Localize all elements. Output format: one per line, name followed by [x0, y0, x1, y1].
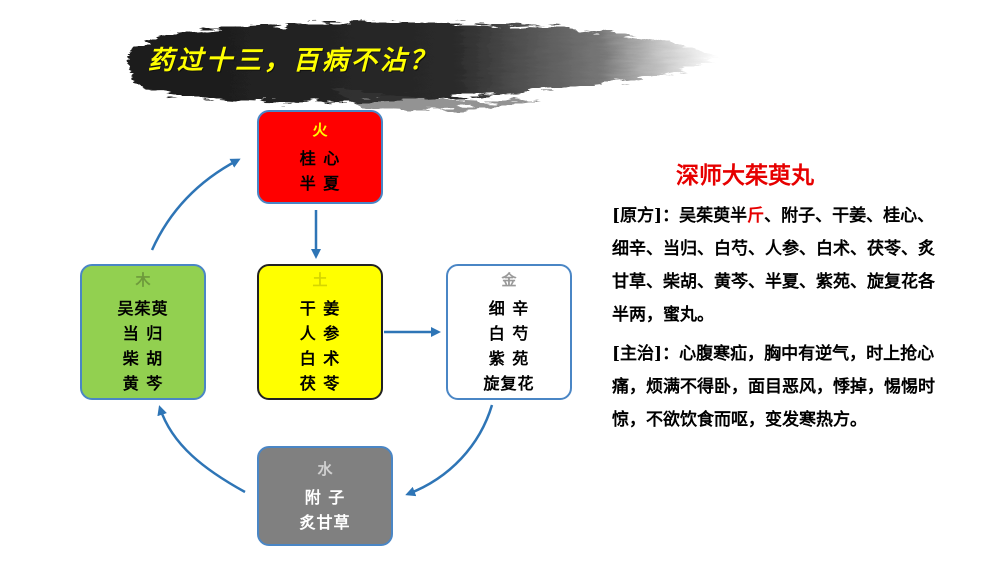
metal-box: 金 细 辛 白 芍 紫 苑 旋复花 — [446, 264, 572, 400]
indication-label: [主治]： — [612, 344, 680, 364]
wood-herb-2: 当 归 — [122, 323, 164, 343]
composition-text-post: 、附子、干姜、桂心、细辛、当归、白芍、人参、白术、茯苓、炙甘草、柴胡、黄芩、半夏… — [612, 206, 935, 325]
fire-element-label: 火 — [312, 120, 328, 139]
banner: 药过十三，百病不沾？ — [0, 0, 1000, 120]
earth-herb-3: 白 术 — [299, 348, 341, 368]
wood-herb-3: 柴 胡 — [122, 348, 164, 368]
arrow-wood-to-fire — [150, 158, 241, 251]
metal-herb-1: 细 辛 — [488, 298, 530, 318]
composition-label: [原方]： — [612, 206, 680, 226]
water-herb-1: 附 子 — [304, 487, 346, 507]
ink-brush-stroke — [128, 22, 720, 110]
composition-unit: 斤 — [747, 206, 765, 226]
metal-herb-3: 紫 苑 — [488, 348, 530, 368]
indication-paragraph: [主治]：心腹寒疝，胸中有逆气，时上抢心痛，烦满不得卧，面目恶风，悸掉，惕惕时惊… — [612, 338, 942, 437]
formula-title: 深师大茱萸丸 — [676, 162, 814, 189]
water-herb-2: 炙甘草 — [299, 512, 351, 532]
water-box: 水 附 子 炙甘草 — [257, 446, 393, 546]
fire-herb-2: 半 夏 — [299, 173, 341, 193]
wood-herb-1: 吴茱萸 — [117, 298, 169, 318]
wood-element-label: 木 — [135, 270, 151, 289]
metal-herb-4: 旋复花 — [483, 373, 535, 393]
earth-herb-2: 人 参 — [299, 323, 341, 343]
earth-herb-4: 茯 苓 — [299, 373, 341, 393]
formula-text: [原方]：吴茱萸半斤、附子、干姜、桂心、细辛、当归、白芍、人参、白术、茯苓、炙甘… — [612, 200, 942, 437]
wood-herb-4: 黄 芩 — [122, 373, 164, 393]
water-element-label: 水 — [317, 459, 333, 478]
arrow-metal-to-water — [405, 404, 494, 497]
metal-element-label: 金 — [501, 270, 517, 289]
banner-title: 药过十三，百病不沾？ — [148, 46, 439, 76]
composition-paragraph: [原方]：吴茱萸半斤、附子、干姜、桂心、细辛、当归、白芍、人参、白术、茯苓、炙甘… — [612, 200, 942, 332]
arrow-water-to-wood — [157, 405, 246, 494]
earth-box: 土 干 姜 人 参 白 术 茯 苓 — [257, 264, 383, 400]
fire-herb-1: 桂 心 — [299, 148, 341, 168]
earth-element-label: 土 — [312, 270, 328, 289]
fire-box: 火 桂 心 半 夏 — [257, 110, 383, 204]
composition-text-pre: 吴茱萸半 — [679, 206, 748, 226]
earth-herb-1: 干 姜 — [299, 298, 341, 318]
indication-text: 心腹寒疝，胸中有逆气，时上抢心痛，烦满不得卧，面目恶风，悸掉，惕惕时惊，不欲饮食… — [612, 344, 935, 430]
wood-box: 木 吴茱萸 当 归 柴 胡 黄 芩 — [80, 264, 206, 400]
metal-herb-2: 白 芍 — [488, 323, 530, 343]
